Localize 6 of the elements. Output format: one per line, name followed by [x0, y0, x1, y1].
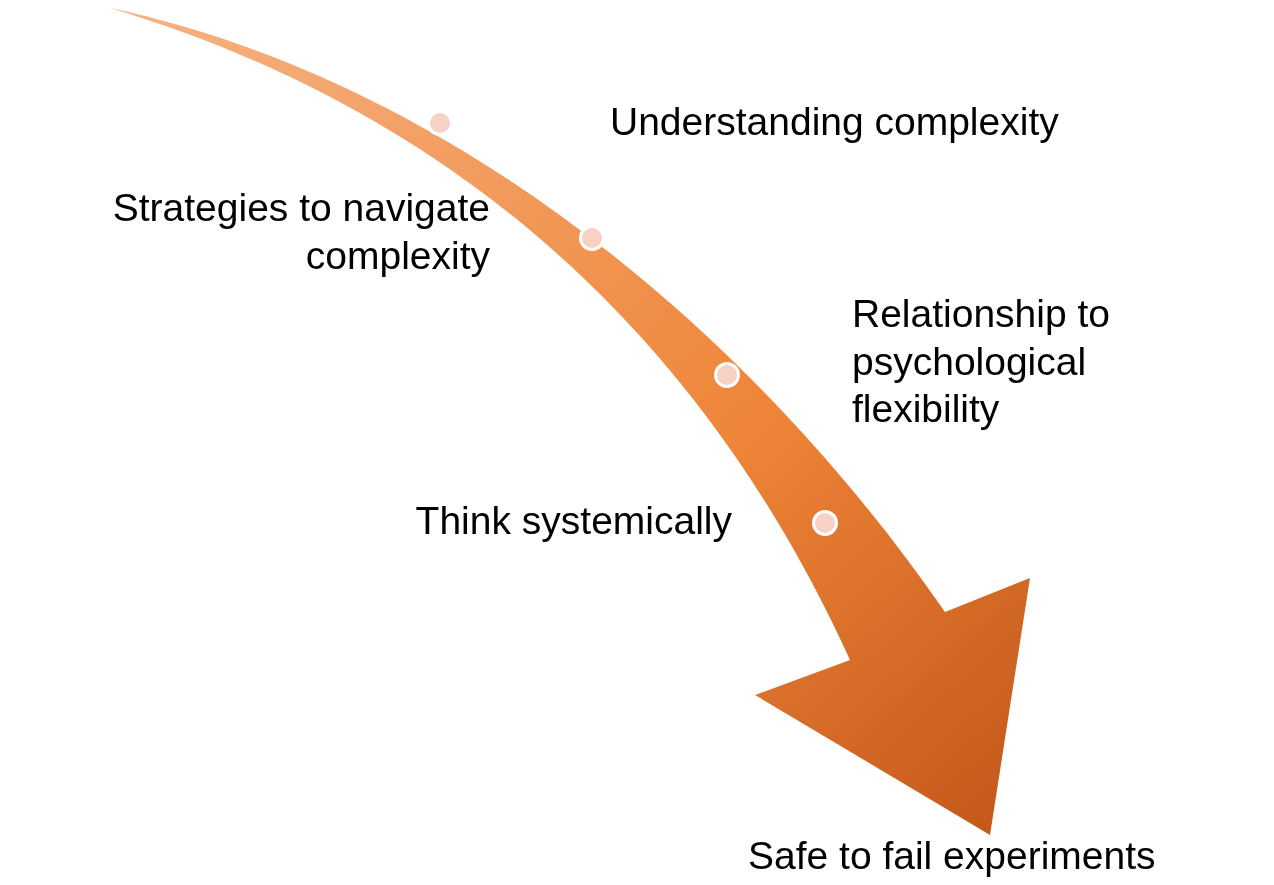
stage-label: Safe to fail experiments [748, 833, 1157, 879]
stage-label: Think systemically [414, 498, 732, 544]
stage-label: Understanding complexity [610, 99, 1060, 145]
stage-label: Strategies to navigate complexity [111, 185, 490, 279]
dot-marker [579, 225, 605, 251]
stage-label: Relationship to psychological flexibility [852, 291, 1111, 433]
